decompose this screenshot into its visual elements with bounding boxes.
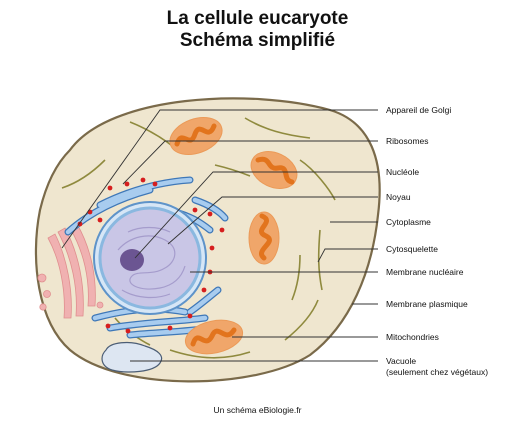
ribosome [98, 218, 103, 223]
label-cytoplasme: Cytoplasme [386, 217, 431, 227]
label-membrane-nucleaire: Membrane nucléaire [386, 267, 464, 277]
ribosome [202, 288, 207, 293]
ribosome [108, 186, 113, 191]
label-membrane-plasmique: Membrane plasmique [386, 299, 468, 309]
ribosome [208, 212, 213, 217]
ribosome [141, 178, 146, 183]
label-nucleole: Nucléole [386, 167, 419, 177]
label-noyau: Noyau [386, 192, 411, 202]
ribosome [126, 329, 131, 334]
ribosome [193, 208, 198, 213]
ribosome [153, 182, 158, 187]
golgi-vesicle [97, 302, 103, 308]
labels: Appareil de Golgi Ribosomes Nucléole Noy… [386, 105, 488, 377]
nuclear-membrane-inner [100, 208, 200, 308]
golgi-vesicle [40, 304, 46, 310]
ribosome [210, 246, 215, 251]
caption: Un schéma eBiologie.fr [214, 405, 302, 415]
label-vacuole: Vacuole [386, 356, 416, 366]
golgi-vesicle [44, 291, 51, 298]
label-ribosomes: Ribosomes [386, 136, 429, 146]
label-vacuole-note: (seulement chez végétaux) [386, 367, 488, 377]
ribosome [125, 182, 130, 187]
ribosome [106, 324, 111, 329]
golgi-vesicle [38, 274, 46, 282]
ribosome [168, 326, 173, 331]
nucleus [94, 202, 206, 314]
label-golgi: Appareil de Golgi [386, 105, 451, 115]
ribosome [188, 314, 193, 319]
mitochondrion [249, 212, 279, 264]
label-cytosquelette: Cytosquelette [386, 244, 438, 254]
label-mitochondries: Mitochondries [386, 332, 439, 342]
ribosome [220, 228, 225, 233]
